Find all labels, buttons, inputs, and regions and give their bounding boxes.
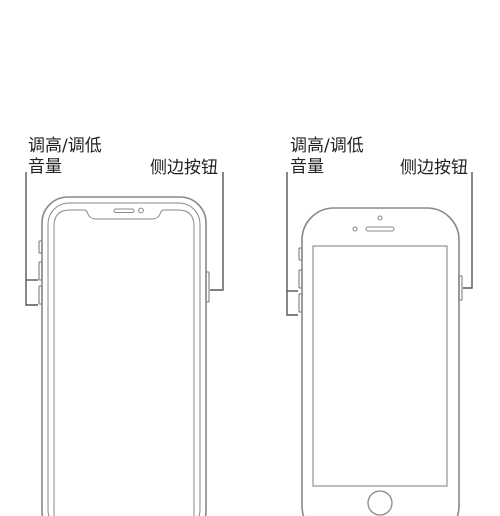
home-button-sensor [352,226,358,232]
home-button-phone-screen [312,245,448,487]
face-id-screen [53,209,195,516]
left-volume-label-line1: 调高/调低 [28,136,102,156]
left-side-button-label: 侧边按钮 [150,158,218,178]
home-button-phone [298,207,463,516]
home-button-volume-leader [286,172,298,316]
home-button-side-leader [463,172,473,289]
face-id-phone [38,196,210,516]
home-button-volume-up [298,269,303,289]
right-volume-label-line2: 音量 [290,157,324,177]
face-id-phone-inner-bezel [47,202,201,516]
home-button-speaker [365,226,395,232]
face-id-speaker [113,208,135,213]
right-volume-label-line1: 调高/调低 [290,136,364,156]
face-id-leader-lines [25,172,224,306]
left-volume-label: 调高/调低 音量 [28,136,102,178]
face-id-side-button [205,271,210,303]
home-button-icon [367,490,393,516]
home-button-volume-down [298,293,303,313]
home-button-phone-body [301,207,460,516]
face-id-volume-down [38,285,43,305]
face-id-volume-up [38,261,43,281]
face-id-side-leader [210,172,224,291]
face-id-camera [138,207,144,214]
right-volume-label: 调高/调低 音量 [290,136,364,178]
left-volume-label-line2: 音量 [28,157,62,177]
home-button-front-camera [377,215,383,221]
face-id-silent-switch [38,240,43,254]
home-button-leader-lines [286,172,473,316]
face-id-phone-body [41,196,207,516]
home-button-side-button [458,275,463,301]
face-id-volume-leader [25,172,38,306]
home-button-silent-switch [298,247,303,261]
right-side-button-label: 侧边按钮 [400,158,468,178]
